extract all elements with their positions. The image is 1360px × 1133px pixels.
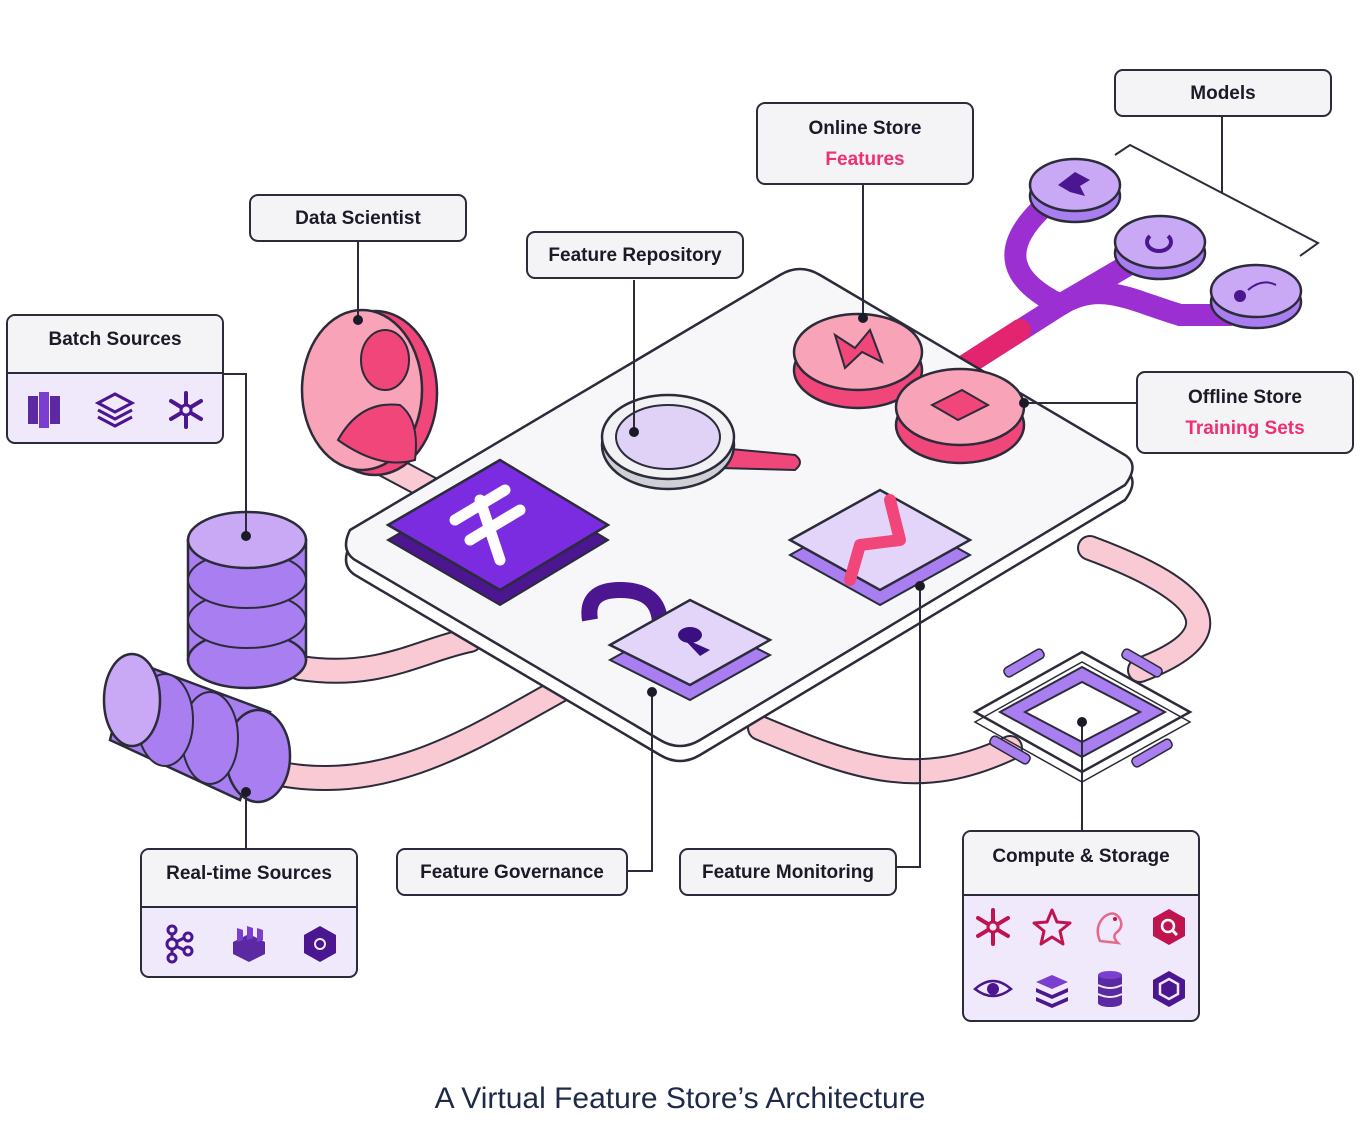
diagram-caption: A Virtual Feature Store’s Architecture	[434, 1082, 926, 1115]
offline-store-label-text: Offline Store	[1187, 386, 1302, 408]
database-icon	[1097, 971, 1123, 1007]
models-label-text: Models	[1190, 82, 1256, 104]
featureform-logo-icon	[385, 458, 611, 607]
online-store-label-text: Online Store	[808, 117, 922, 139]
databricks-icon	[94, 392, 135, 428]
feature-repository-label-text: Feature Repository	[548, 244, 722, 266]
compute-storage-title: Compute & Storage	[964, 832, 1198, 896]
feature-monitoring-label-text: Feature Monitoring	[701, 861, 875, 883]
data-pipes	[249, 449, 1212, 791]
offline-store-disk-icon	[894, 367, 1026, 465]
online-store-features-text: Features	[825, 148, 905, 170]
batch-sources-title: Batch Sources	[8, 316, 222, 374]
snowflake-icon	[976, 908, 1011, 946]
data-scientist-avatar-icon	[300, 308, 439, 477]
feature-governance-label: Feature Governance	[396, 848, 628, 896]
pubsub-icon	[304, 926, 337, 962]
aws-s3-icon	[27, 392, 60, 428]
batch-database-icon	[186, 510, 308, 690]
realtime-sources-group: Real-time Sources	[140, 848, 358, 978]
feature-monitoring-label: Feature Monitoring	[679, 848, 897, 896]
kafka-icon	[165, 924, 194, 964]
online-store-disk-icon	[792, 312, 924, 410]
kinesis-icon	[232, 926, 265, 962]
squirrel-icon	[1096, 912, 1123, 945]
offline-store-label: Offline Store Training Sets	[1136, 371, 1354, 454]
feature-repository-label: Feature Repository	[526, 231, 744, 279]
feature-governance-label-text: Feature Governance	[420, 861, 604, 883]
batch-sources-group: Batch Sources	[6, 314, 224, 444]
spark-star-icon	[1032, 908, 1072, 946]
connector-dots	[241, 313, 1087, 797]
realtime-sources-title: Real-time Sources	[142, 850, 356, 908]
feature-monitoring-chart-icon	[787, 488, 973, 607]
data-scientist-label-text: Data Scientist	[295, 207, 421, 229]
realtime-database-icon	[102, 652, 292, 804]
online-store-label: Online Store Features	[756, 102, 974, 185]
feature-governance-lock-icon	[581, 581, 773, 702]
bigquery-icon	[1152, 909, 1185, 945]
eye-icon	[973, 979, 1014, 998]
data-scientist-label: Data Scientist	[249, 194, 467, 242]
hexagon-icon	[1152, 971, 1185, 1007]
models-label: Models	[1114, 69, 1332, 117]
snowflake-icon	[169, 391, 204, 429]
tensorflow-icon	[1028, 157, 1122, 224]
pytorch-icon	[1113, 214, 1207, 281]
connector-lines	[222, 117, 1320, 872]
compute-chip-icon	[972, 648, 1193, 783]
redis-icon	[1035, 975, 1068, 1008]
offline-store-training-sets-text: Training Sets	[1185, 417, 1305, 439]
compute-storage-group: Compute & Storage	[962, 830, 1200, 1022]
model-disks	[1028, 157, 1303, 330]
scikit-learn-icon	[1209, 263, 1303, 330]
